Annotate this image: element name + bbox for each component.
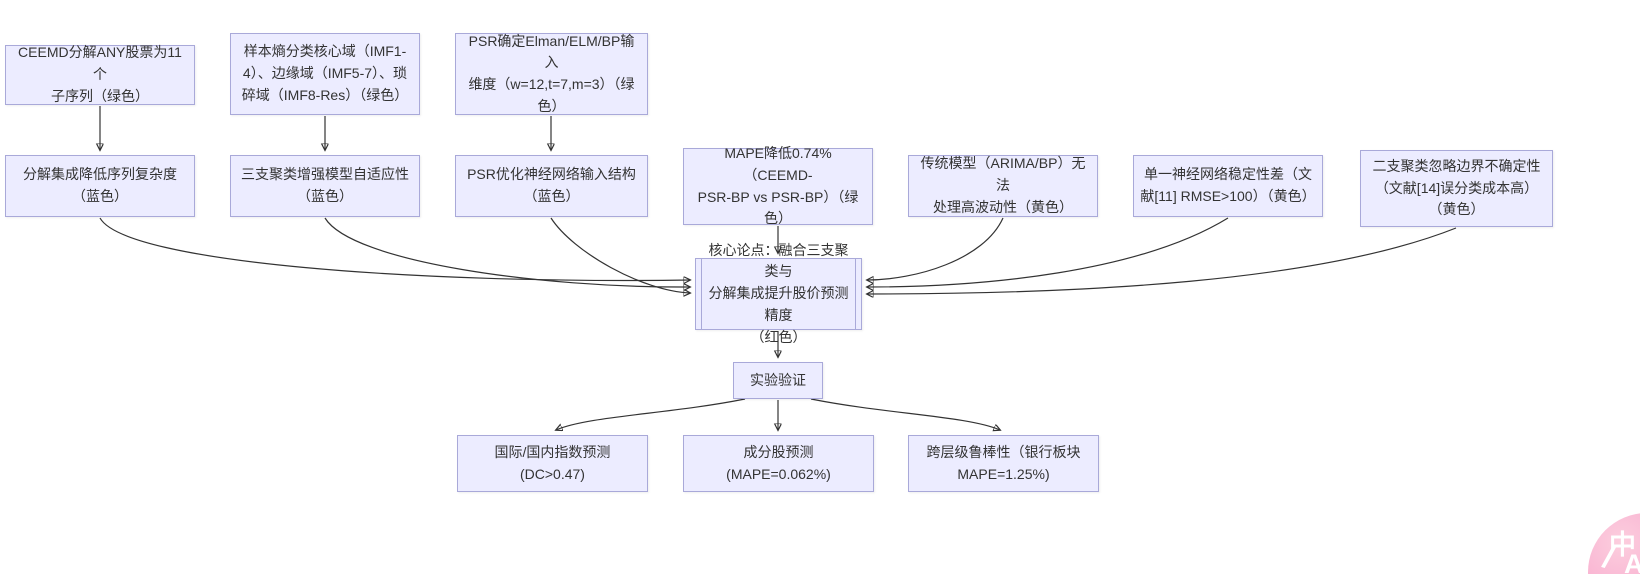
node-ceemd-decomposition: CEEMD分解ANY股票为11个 子序列（绿色） — [5, 44, 195, 105]
node-single-nn-gap: 单一神经网络稳定性差（文 献[11] RMSE>100）（黄色） — [1133, 155, 1323, 217]
node-three-way-clustering-benefit: 三支聚类增强模型自适应性 （蓝色） — [230, 155, 420, 217]
node-psr-benefit: PSR优化神经网络输入结构 （蓝色） — [455, 155, 648, 217]
node-psr-input-dimension: PSR确定Elman/ELM/BP输入 维度（w=12,t=7,m=3）（绿 色… — [455, 33, 648, 115]
edge-threeway-to-core — [324, 217, 690, 287]
language-toggle-zh-label: 中 — [1609, 530, 1636, 560]
node-sample-entropy-domains: 样本熵分类核心域（IMF1- 4）、边缘域（IMF5-7）、琐 碎域（IMF8-… — [230, 33, 420, 115]
language-toggle-en-label: A — [1624, 549, 1640, 574]
edge-experiment-to-index — [556, 398, 746, 430]
node-two-way-clustering-gap: 二支聚类忽略边界不确定性 （文献[14]误分类成本高） （黄色） — [1360, 150, 1553, 227]
node-core-thesis: 核心论点：融合三支聚类与 分解集成提升股价预测精度 （红色） — [695, 242, 862, 345]
edge-psrben-to-core — [550, 217, 690, 293]
node-traditional-model-gap: 传统模型（ARIMA/BP）无法 处理高波动性（黄色） — [908, 155, 1098, 217]
edge-trad-to-core — [867, 217, 1004, 280]
node-mape-evidence: MAPE降低0.74%（CEEMD- PSR-BP vs PSR-BP）（绿 色… — [683, 145, 873, 226]
node-decomposition-benefit: 分解集成降低序列复杂度 （蓝色） — [5, 155, 195, 217]
edge-decomp-to-core — [99, 217, 690, 280]
node-index-forecast-result: 国际/国内指数预测 (DC>0.47) — [457, 435, 648, 492]
node-cross-level-robustness-result: 跨层级鲁棒性（银行板块 MAPE=1.25%) — [908, 435, 1099, 492]
language-toggle-button[interactable]: 中 / A — [1588, 513, 1640, 574]
edge-singlenn-to-core — [867, 217, 1229, 287]
edge-twoway-to-core — [867, 227, 1457, 294]
edge-experiment-to-robust — [810, 398, 1000, 430]
node-constituent-stock-result: 成分股预测 (MAPE=0.062%) — [683, 435, 874, 492]
node-experiment-validation: 实验验证 — [733, 362, 823, 399]
